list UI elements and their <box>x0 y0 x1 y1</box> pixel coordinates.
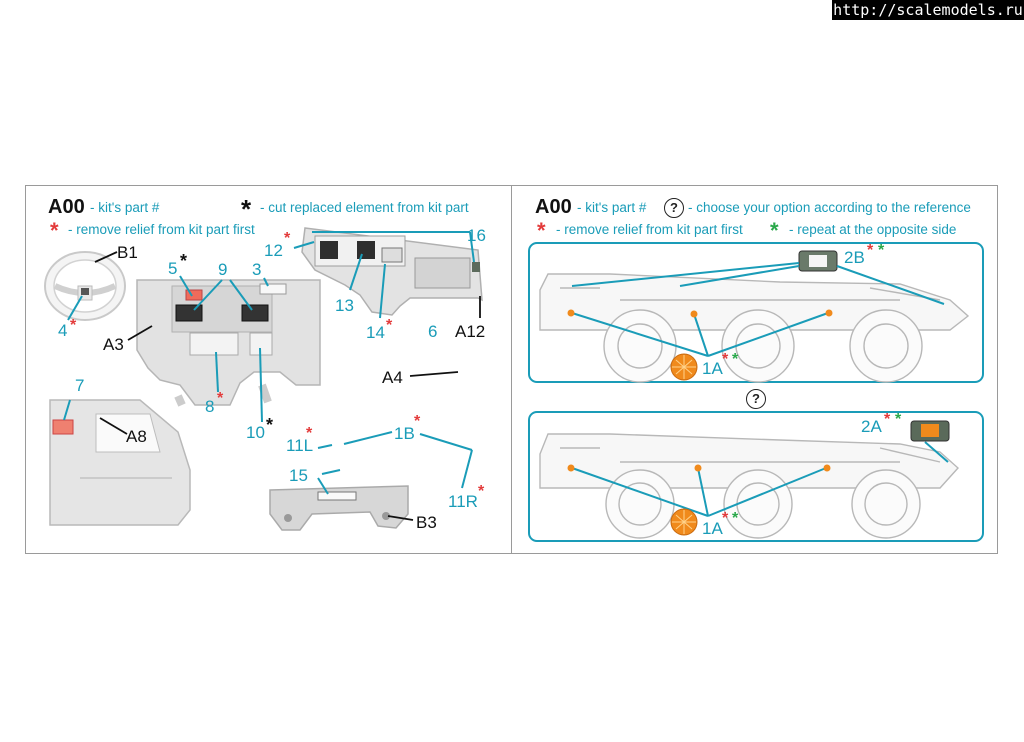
green-star-icon: * <box>895 411 902 428</box>
right-kits-part: - kit's part # <box>577 200 647 215</box>
label-b1: B1 <box>117 243 138 262</box>
watermark: http://scalemodels.ru <box>832 0 1024 20</box>
red-star-icon: * <box>478 483 485 500</box>
door-a8-drawing <box>49 399 191 526</box>
label-1a-top: 1A <box>702 359 723 378</box>
label-1b: 1B <box>394 424 415 443</box>
vehicle-top-drawing <box>539 273 970 383</box>
label-4: 4 <box>58 321 68 340</box>
label-13: 13 <box>335 296 354 315</box>
reflector-bottom-icon <box>670 508 698 536</box>
label-6: 6 <box>428 322 438 341</box>
left-code: A00 <box>48 196 85 218</box>
red-star-icon: * <box>414 413 421 430</box>
question-icon: ? <box>664 198 684 218</box>
label-b3: B3 <box>416 513 437 532</box>
green-star-icon: * <box>732 510 739 527</box>
label-14: 14 <box>366 323 385 342</box>
reflector-top-icon <box>670 353 698 381</box>
left-kits-part: - kit's part # <box>90 200 160 215</box>
bar-b3-drawing <box>269 485 409 531</box>
left-remove-text: - remove relief from kit part first <box>68 222 255 237</box>
label-a3: A3 <box>103 335 124 354</box>
bottom-leaders <box>571 441 949 517</box>
label-2a: 2A <box>861 417 882 436</box>
red-star-icon: * <box>537 218 546 243</box>
label-7: 7 <box>75 376 85 395</box>
label-11l: 11L <box>286 436 314 455</box>
label-16: 16 <box>467 226 486 245</box>
right-remove-text: - remove relief from kit part first <box>556 222 743 237</box>
label-15: 15 <box>289 466 308 485</box>
label-1a-bottom: 1A <box>702 519 723 538</box>
console-a3-drawing <box>136 279 321 407</box>
label-3: 3 <box>252 260 262 279</box>
green-star-icon: * <box>732 351 739 368</box>
label-11r: 11R <box>448 492 478 511</box>
bottom-orange-lights <box>567 464 831 472</box>
right-repeat-text: - repeat at the opposite side <box>789 222 957 237</box>
black-leaders <box>94 251 481 521</box>
green-star-icon: * <box>770 218 779 243</box>
question-icon: ? <box>746 389 766 409</box>
black-star-icon: * <box>180 251 188 271</box>
red-star-icon: * <box>722 351 729 368</box>
label-8: 8 <box>205 397 215 416</box>
label-5: 5 <box>168 259 178 278</box>
red-star-icon: * <box>217 390 224 407</box>
label-9: 9 <box>218 260 228 279</box>
part-2b-drawing <box>798 250 838 272</box>
top-orange-lights <box>567 309 833 318</box>
top-leaders <box>571 262 945 357</box>
red-star-icon: * <box>884 411 891 428</box>
red-star-icon: * <box>70 317 77 334</box>
part-2a-drawing <box>910 420 950 442</box>
red-star-icon: * <box>284 230 291 247</box>
red-star-icon: * <box>50 218 59 243</box>
vehicle-bottom-drawing <box>539 433 959 539</box>
label-a12: A12 <box>455 322 486 341</box>
red-star-icon: * <box>306 425 313 442</box>
red-star-icon: * <box>867 242 874 259</box>
variant-bottom-frame <box>528 411 984 542</box>
label-a8: A8 <box>126 427 147 446</box>
right-choose-text: - choose your option according to the re… <box>688 200 971 215</box>
sheet-divider <box>511 185 512 554</box>
steering-wheel-drawing <box>44 251 126 321</box>
dash-panel-drawing <box>301 227 483 316</box>
label-2b: 2B <box>844 248 865 267</box>
red-star-icon: * <box>386 317 393 334</box>
black-star-icon: * <box>266 415 274 435</box>
black-star-icon: * <box>241 194 252 224</box>
red-star-icon: * <box>722 510 729 527</box>
label-12: 12 <box>264 241 283 260</box>
right-code: A00 <box>535 196 572 218</box>
cyan-leaders <box>63 231 475 495</box>
left-cut-text: - cut replaced element from kit part <box>260 200 469 215</box>
label-a4: A4 <box>382 368 403 387</box>
label-10: 10 <box>246 423 265 442</box>
green-star-icon: * <box>878 242 885 259</box>
